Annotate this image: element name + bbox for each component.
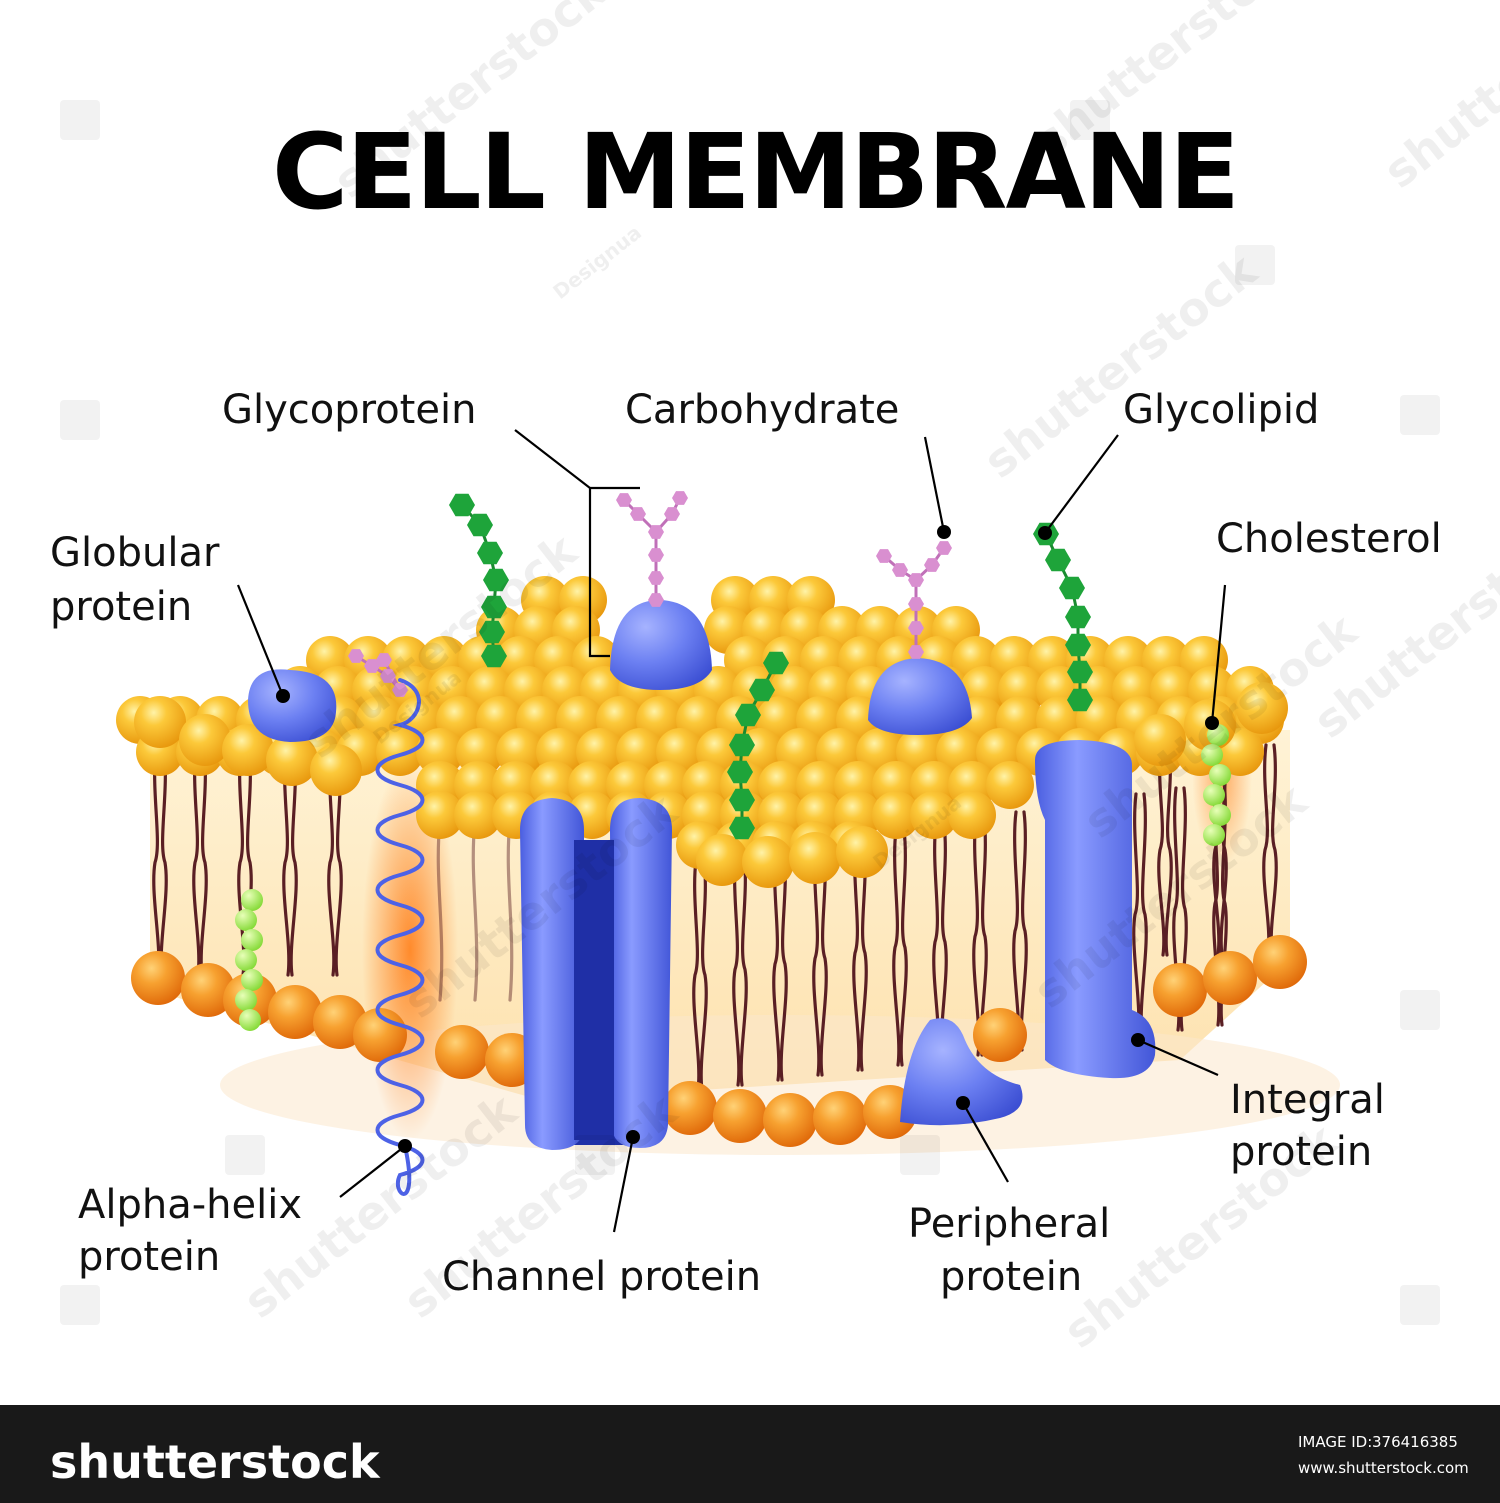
peripheral-protein <box>900 1018 1023 1126</box>
leader-lines <box>236 429 1227 1233</box>
label-peripheral-line2: protein <box>940 1254 1082 1300</box>
footer-url: www.shutterstock.com <box>1298 1459 1469 1477</box>
labels: Glycoprotein Carbohydrate Glycolipid Glo… <box>50 387 1442 1300</box>
label-globular-line1: Globular <box>50 530 220 576</box>
watermark-square <box>60 1285 100 1325</box>
leader-integral <box>1137 1038 1219 1077</box>
leader-cholesterol <box>1210 584 1227 724</box>
leader-glycoprotein <box>514 429 610 658</box>
label-glycoprotein: Glycoprotein <box>222 387 476 433</box>
footer-image-id: 376416385 <box>1372 1433 1458 1451</box>
watermark-square <box>1070 100 1110 140</box>
cholesterol-left <box>235 889 263 1031</box>
leader-carbohydrate <box>923 436 946 533</box>
watermark-square <box>575 1135 615 1175</box>
leader-globular <box>236 584 285 697</box>
label-alpha-helix-line2: protein <box>78 1234 220 1280</box>
leader-glycolipid <box>1044 434 1119 534</box>
carbohydrate-chains <box>348 491 1093 840</box>
label-glycolipid: Glycolipid <box>1123 387 1319 433</box>
label-carbohydrate: Carbohydrate <box>625 387 899 433</box>
label-globular-line2: protein <box>50 584 192 630</box>
label-peripheral-line1: Peripheral <box>908 1201 1110 1247</box>
watermark-square <box>1400 990 1440 1030</box>
watermark-square <box>1400 395 1440 435</box>
label-integral-line1: Integral <box>1230 1077 1385 1123</box>
integral-protein <box>1035 740 1156 1079</box>
watermark-square <box>900 1135 940 1175</box>
label-integral-line2: protein <box>1230 1129 1372 1175</box>
glycoprotein-dome-right <box>868 658 972 735</box>
leader-channel <box>612 1136 635 1233</box>
bottom-head-layer <box>131 935 1307 1147</box>
glycoprotein-dome <box>610 600 712 690</box>
label-cholesterol: Cholesterol <box>1216 516 1442 562</box>
leader-peripheral <box>962 1102 1009 1183</box>
watermark-square <box>1400 1285 1440 1325</box>
footer-logo: shutterstock <box>50 1435 381 1489</box>
globular-protein <box>248 669 337 742</box>
watermark-square <box>60 100 100 140</box>
page-title: CELL MEMBRANE <box>272 111 1238 233</box>
watermark-square <box>1235 245 1275 285</box>
footer-image-id-label: IMAGE ID: <box>1298 1433 1372 1451</box>
watermark-square <box>225 1135 265 1175</box>
watermark-square <box>60 400 100 440</box>
leader-alpha-helix <box>339 1145 406 1198</box>
alpha-helix-protein <box>375 678 425 1196</box>
footer-bar: shutterstock IMAGE ID: 376416385 www.shu… <box>0 1405 1500 1503</box>
channel-protein <box>520 798 672 1150</box>
label-channel-protein: Channel protein <box>442 1254 761 1300</box>
label-alpha-helix-line1: Alpha-helix <box>78 1182 302 1228</box>
